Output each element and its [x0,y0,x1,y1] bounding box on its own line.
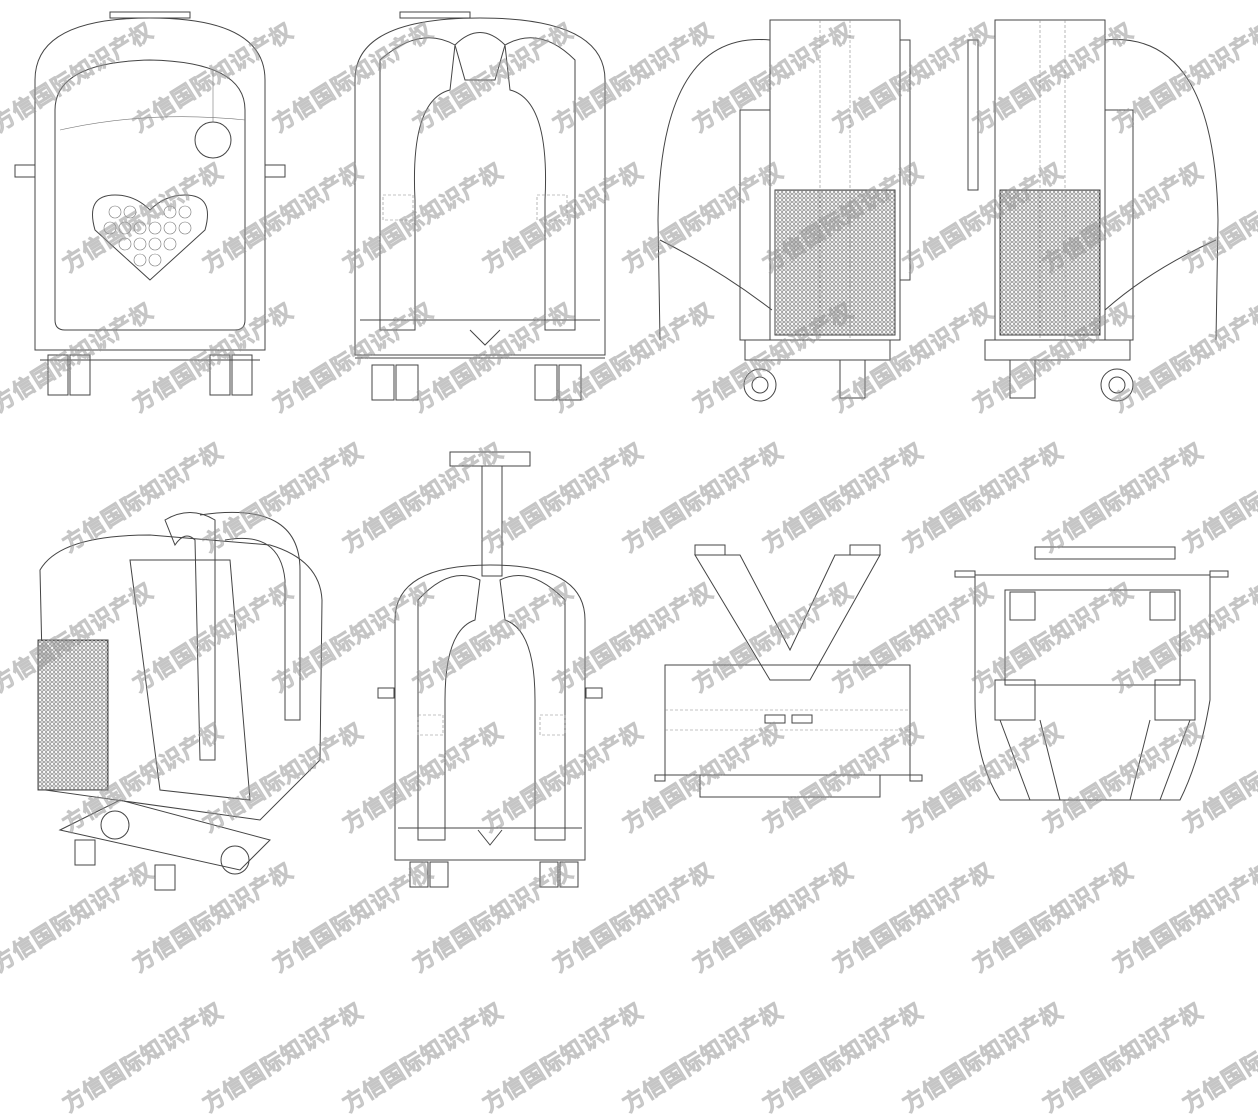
bottom-view [954,546,1229,801]
design-drawing-sheet [14,11,1229,891]
back-view [354,11,606,401]
watermark-text: 方信国际知识产权 [198,998,368,1118]
watermark-text: 方信国际知识产权 [338,998,508,1118]
right-side-view [967,19,1219,402]
watermark-text: 方信国际知识产权 [618,998,788,1118]
front-view [14,11,286,396]
top-view [654,544,923,798]
heart-bubbles [103,205,192,267]
back-view-handle-extended [377,451,603,888]
left-side-view [657,19,911,402]
watermark-text: 方信国际知识产权 [478,998,648,1118]
watermark-text: 方信国际知识产权 [898,998,1068,1118]
watermark-text: 方信国际知识产权 [1038,998,1208,1118]
perspective-view [37,511,323,891]
watermark-text: 方信国际知识产权 [1178,998,1258,1118]
watermark-text: 方信国际知识产权 [758,998,928,1118]
watermark-text: 方信国际知识产权 [58,998,228,1118]
